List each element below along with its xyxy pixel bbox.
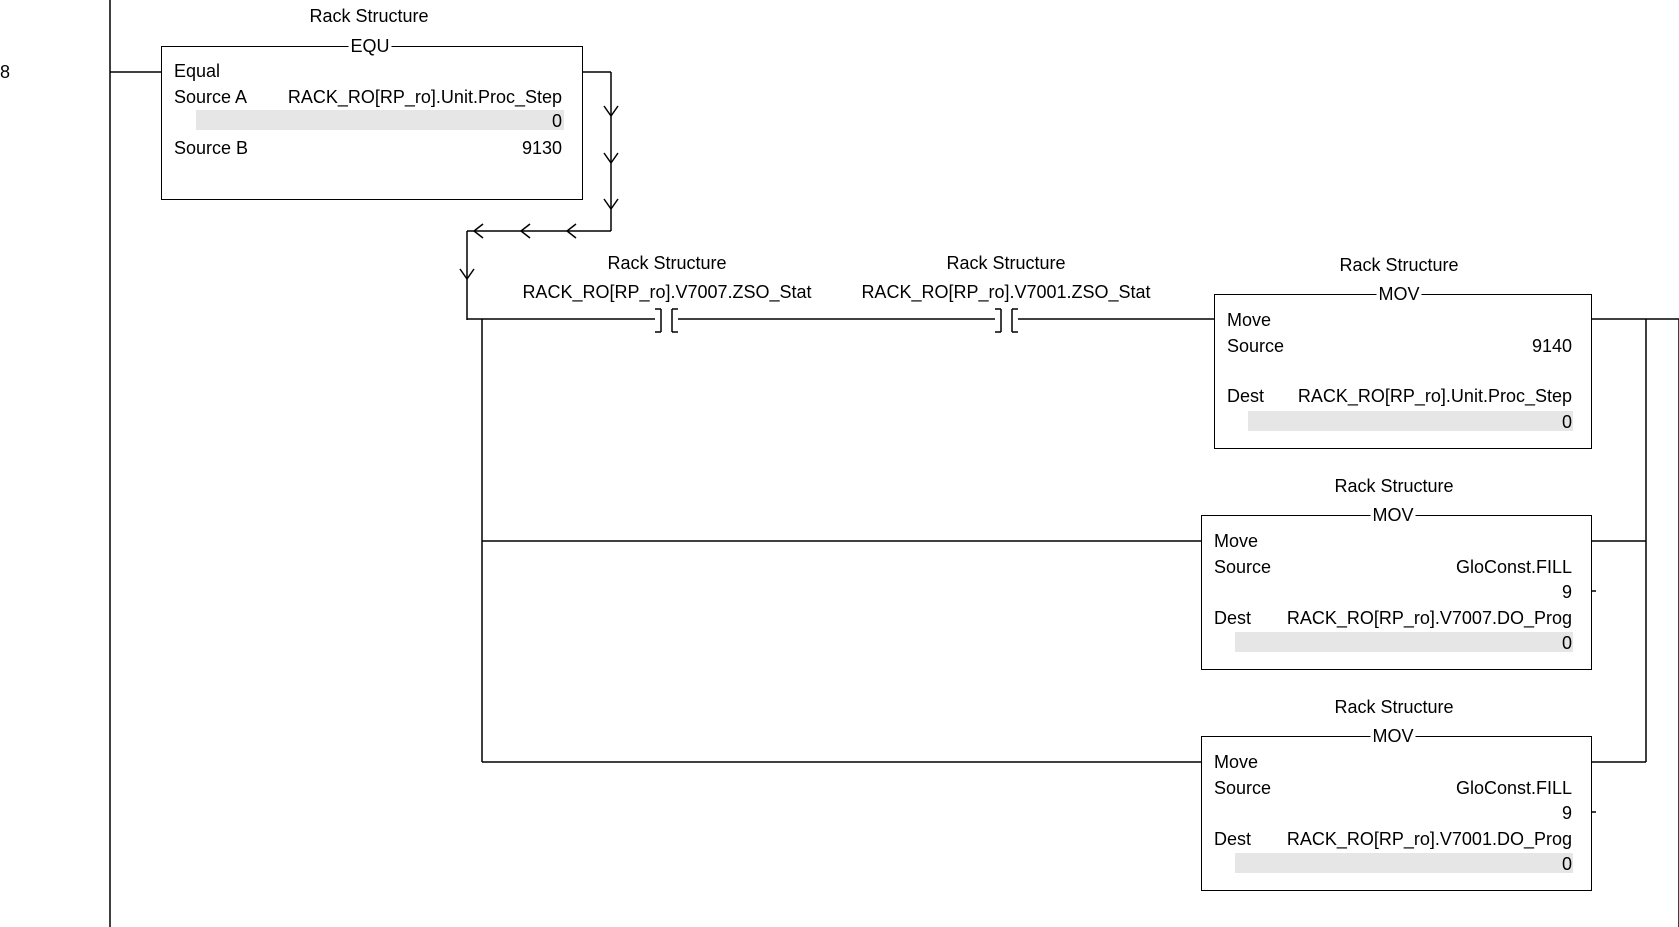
mov1-dest-label: Dest bbox=[1227, 386, 1265, 406]
mov3-title: Move bbox=[1214, 752, 1259, 772]
mov2-description: Rack Structure bbox=[1334, 476, 1454, 496]
mov2-source-value: 9 bbox=[1561, 582, 1572, 602]
mov2-dest-label: Dest bbox=[1214, 608, 1252, 628]
equ-source-a-value-field bbox=[196, 110, 564, 130]
mov1-dest-value: 0 bbox=[1561, 412, 1572, 432]
mov3-dest-value-field bbox=[1235, 853, 1573, 873]
mov3-dest-tag[interactable]: RACK_RO[RP_ro].V7001.DO_Prog bbox=[1286, 829, 1572, 849]
mov3-source-label: Source bbox=[1214, 778, 1272, 798]
equ-type-label: EQU bbox=[348, 36, 392, 56]
mov2-dest-value-field bbox=[1235, 632, 1573, 652]
mov2-source-label: Source bbox=[1214, 557, 1272, 577]
mov1-source-label: Source bbox=[1227, 336, 1285, 356]
mov1-source-value[interactable]: 9140 bbox=[1531, 336, 1572, 356]
mov3-dest-value: 0 bbox=[1561, 854, 1572, 874]
mov3-type-label: MOV bbox=[1370, 726, 1416, 746]
mov1-dest-value-field bbox=[1248, 411, 1573, 431]
contact-1-tag[interactable]: RACK_RO[RP_ro].V7007.ZSO_Stat bbox=[522, 282, 812, 302]
mov3-source-tag[interactable]: GloConst.FILL bbox=[1455, 778, 1572, 798]
mov2-type-label: MOV bbox=[1370, 505, 1416, 525]
mov1-title: Move bbox=[1227, 310, 1272, 330]
mov1-type-label: MOV bbox=[1376, 284, 1422, 304]
equ-source-a-value: 0 bbox=[551, 111, 562, 131]
equ-source-a-label: Source A bbox=[174, 87, 248, 107]
mov2-source-tag[interactable]: GloConst.FILL bbox=[1455, 557, 1572, 577]
equ-title: Equal bbox=[174, 61, 221, 81]
contact-2-tag[interactable]: RACK_RO[RP_ro].V7001.ZSO_Stat bbox=[861, 282, 1151, 302]
equ-source-b-value[interactable]: 9130 bbox=[521, 138, 562, 158]
mov2-dest-tag[interactable]: RACK_RO[RP_ro].V7007.DO_Prog bbox=[1286, 608, 1572, 628]
contact-1-xic[interactable] bbox=[655, 306, 679, 335]
mov3-dest-label: Dest bbox=[1214, 829, 1252, 849]
contact-2-xic[interactable] bbox=[995, 306, 1019, 335]
rung-number: 8 bbox=[0, 62, 11, 82]
mov3-source-value: 9 bbox=[1561, 803, 1572, 823]
mov3-description: Rack Structure bbox=[1334, 697, 1454, 717]
mov2-dest-value: 0 bbox=[1561, 633, 1572, 653]
contact-1-description: Rack Structure bbox=[607, 253, 727, 273]
mov2-title: Move bbox=[1214, 531, 1259, 551]
equ-source-a-tag[interactable]: RACK_RO[RP_ro].Unit.Proc_Step bbox=[287, 87, 562, 107]
equ-source-b-label: Source B bbox=[174, 138, 249, 158]
equ-description: Rack Structure bbox=[309, 6, 429, 26]
mov1-dest-tag[interactable]: RACK_RO[RP_ro].Unit.Proc_Step bbox=[1297, 386, 1572, 406]
mov1-description: Rack Structure bbox=[1339, 255, 1459, 275]
contact-2-description: Rack Structure bbox=[946, 253, 1066, 273]
